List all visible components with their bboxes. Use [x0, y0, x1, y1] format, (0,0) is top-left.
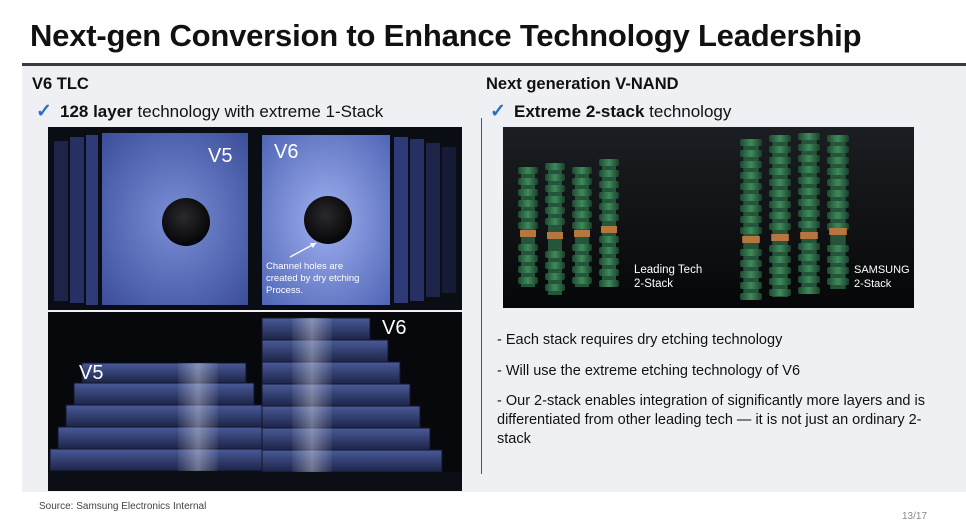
right-subheading: ✓ Extreme 2-stack technology	[490, 100, 731, 123]
left-sub-text: technology with extreme 1-Stack	[132, 101, 384, 121]
leading-tech-label: Leading Tech 2-Stack	[634, 263, 702, 291]
samsung-label: SAMSUNG 2-Stack	[854, 263, 910, 291]
right-heading: Next generation V-NAND	[486, 75, 679, 93]
column-divider	[481, 118, 482, 474]
v6-label-top: V6	[274, 141, 299, 163]
channel-note-line-2: created by dry etching	[266, 273, 360, 284]
v5-v6-channel-hole-image: V5 V6 Channel holes are created by dry e…	[48, 127, 462, 310]
right-sub-text: technology	[644, 101, 732, 121]
channel-holes-note: Channel holes are created by dry etching…	[266, 261, 359, 297]
v6-label-bottom: V6	[382, 317, 407, 339]
samsung-line-2: 2-Stack	[854, 278, 892, 290]
page-number: 13/17	[902, 511, 928, 522]
stack-pillar	[518, 167, 538, 287]
stack-pillar	[740, 139, 762, 300]
bullet-item: - Each stack requires dry etching techno…	[497, 332, 783, 348]
channel-note-line-3: Process.	[266, 285, 303, 296]
v5-v6-stack-image: V5 V6	[48, 312, 462, 491]
2-stack-comparison-image: Leading Tech 2-Stack SAMSUNG 2-Stack	[503, 127, 914, 308]
stack-pillar	[798, 133, 820, 294]
left-sub-bold: 128 layer	[60, 101, 133, 121]
page-title: Next-gen Conversion to Enhance Technolog…	[30, 18, 862, 53]
left-subheading: ✓ 128 layer technology with extreme 1-St…	[36, 100, 383, 123]
stack-pillar	[599, 159, 619, 287]
stack-pillar	[769, 135, 791, 297]
leading-tech-line-1: Leading Tech	[634, 264, 703, 276]
samsung-line-1: SAMSUNG	[854, 264, 910, 276]
checkmark-icon: ✓	[490, 101, 506, 122]
checkmark-icon: ✓	[36, 101, 52, 122]
stack-pillar	[572, 167, 592, 287]
right-sub-bold: Extreme 2-stack	[514, 101, 645, 121]
title-divider	[22, 63, 966, 66]
stack-pillar	[827, 135, 849, 289]
v5-label-top: V5	[208, 145, 233, 167]
leading-tech-line-2: 2-Stack	[634, 278, 673, 290]
right-bullet-list: - Each stack requires dry etching techno…	[497, 331, 937, 460]
channel-note-line-1: Channel holes are	[266, 261, 344, 272]
left-heading: V6 TLC	[32, 75, 89, 93]
v5-label-bottom: V5	[79, 362, 104, 384]
stack-pillar	[545, 163, 565, 295]
bullet-item: - Our 2-stack enables integration of sig…	[497, 393, 925, 447]
source-note: Source: Samsung Electronics Internal	[39, 501, 207, 512]
bullet-item: - Will use the extreme etching technolog…	[497, 363, 801, 379]
